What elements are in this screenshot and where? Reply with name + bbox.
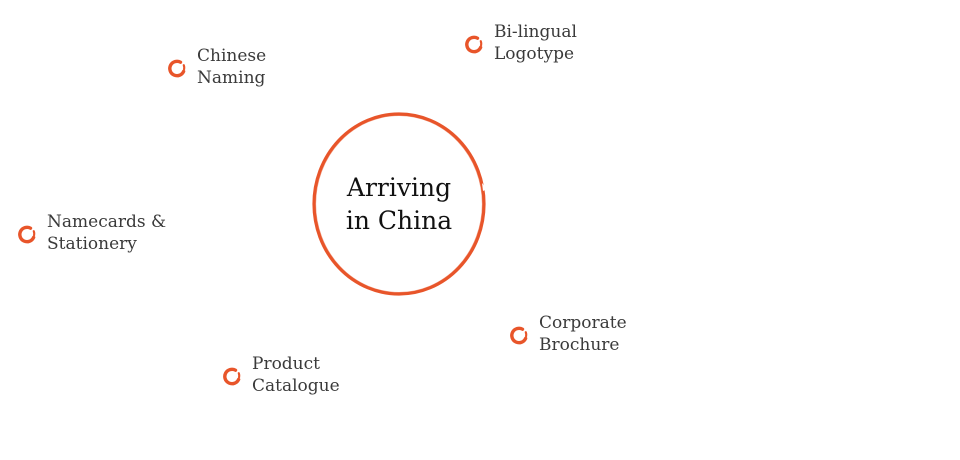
central-topic-line-1: Arriving bbox=[346, 173, 452, 202]
node-chinese-naming: Chinese Naming bbox=[166, 46, 266, 89]
node-label: Corporate Brochure bbox=[539, 312, 627, 356]
node-label-line-1: Corporate bbox=[539, 313, 627, 333]
node-label-line-1: Product bbox=[252, 354, 320, 374]
node-label-line-2: Naming bbox=[197, 68, 266, 88]
brush-circle-icon bbox=[510, 326, 528, 345]
brush-circle-icon bbox=[168, 59, 186, 78]
node-label-line-1: Bi-lingual bbox=[494, 22, 577, 42]
central-topic-title: Arriving in China bbox=[311, 111, 487, 297]
node-label-line-2: Stationery bbox=[47, 234, 137, 254]
brush-ring-icon bbox=[312, 112, 487, 296]
node-label: Namecards & Stationery bbox=[47, 211, 166, 255]
brush-circle-icon bbox=[18, 225, 36, 244]
node-label: Chinese Naming bbox=[197, 45, 266, 89]
node-corporate-brochure: Corporate Brochure bbox=[508, 313, 627, 356]
central-topic-line-2: in China bbox=[345, 206, 453, 235]
node-label: Bi-lingual Logotype bbox=[494, 21, 577, 65]
node-label-line-2: Logotype bbox=[494, 44, 575, 64]
central-topic: Arriving in China bbox=[311, 111, 487, 297]
node-label: Product Catalogue bbox=[252, 353, 340, 397]
node-namecards-stationery: Namecards & Stationery bbox=[16, 212, 166, 255]
node-label-line-2: Brochure bbox=[539, 335, 620, 355]
node-product-catalogue: Product Catalogue bbox=[221, 354, 340, 397]
node-label-line-1: Namecards & bbox=[47, 212, 167, 232]
node-bilingual-logotype: Bi-lingual Logotype bbox=[463, 22, 577, 65]
node-label-line-1: Chinese bbox=[197, 46, 267, 66]
brush-circle-icon bbox=[223, 367, 241, 386]
node-label-line-2: Catalogue bbox=[252, 376, 340, 396]
brush-circle-icon bbox=[465, 35, 483, 54]
